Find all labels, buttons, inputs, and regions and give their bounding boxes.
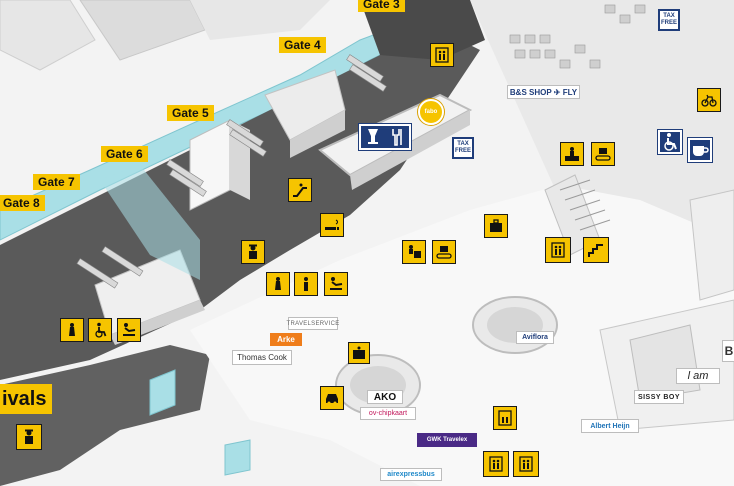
gate-7-label[interactable]: Gate 7 (33, 174, 80, 190)
police-icon[interactable] (16, 424, 42, 450)
baby-change-icon[interactable] (324, 272, 348, 296)
taxi-icon[interactable] (320, 386, 344, 410)
bicycle-icon[interactable] (697, 88, 721, 112)
restaurant-icon[interactable] (358, 123, 412, 151)
fabo-badge[interactable]: fabo (418, 99, 444, 125)
toilets-icon[interactable] (60, 318, 84, 342)
travel-service-sign[interactable]: TRAVELSERVICE (286, 317, 339, 330)
gate-5-label[interactable]: Gate 5 (167, 105, 214, 121)
elevator-icon[interactable] (545, 237, 571, 263)
baggage-belt-icon[interactable] (591, 142, 615, 166)
stairs-icon[interactable] (583, 237, 609, 263)
tax-free-badge[interactable]: TAX FREE (452, 137, 474, 159)
partial-store-sign[interactable]: B (722, 340, 734, 362)
ako-sign[interactable]: AKO (367, 390, 403, 404)
bs-shop-fly-sign[interactable]: B&S SHOP ✈ FLY (507, 85, 580, 99)
escalator-icon[interactable] (288, 178, 312, 202)
elevator-icon[interactable] (483, 451, 509, 477)
gwk-travelex-sign[interactable]: GWK Travelex (417, 433, 477, 447)
arke-sign[interactable]: Arke (270, 333, 302, 346)
ov-chipkaart-sign[interactable]: ov-chipkaart (360, 407, 416, 420)
i-am-sign[interactable]: l am (676, 368, 720, 384)
police-icon[interactable] (241, 240, 265, 264)
airexpressbus-sign[interactable]: airexpressbus (380, 468, 442, 481)
elevator-icon[interactable] (430, 43, 454, 67)
tax-free-badge[interactable]: TAX FREE (658, 9, 680, 31)
smoking-area-icon[interactable] (320, 213, 344, 237)
toilets-icon[interactable] (294, 272, 318, 296)
wheelchair-icon[interactable] (88, 318, 112, 342)
information-desk-icon[interactable] (402, 240, 426, 264)
elevator-icon[interactable] (493, 406, 517, 430)
luggage-icon[interactable] (484, 214, 508, 238)
elevator-icon[interactable] (513, 451, 539, 477)
coffee-icon[interactable] (687, 137, 713, 163)
information-desk-icon[interactable] (560, 142, 584, 166)
wheelchair-icon[interactable] (657, 129, 683, 155)
gate-4-label[interactable]: Gate 4 (279, 37, 326, 53)
aviflora-sign[interactable]: Aviflora (516, 331, 554, 344)
toilets-icon[interactable] (266, 272, 290, 296)
baggage-belt-icon[interactable] (432, 240, 456, 264)
baby-change-icon[interactable] (117, 318, 141, 342)
gate-3-label[interactable]: Gate 3 (358, 0, 405, 12)
gate-6-label[interactable]: Gate 6 (101, 146, 148, 162)
arrivals-zone-label: ivals (0, 384, 52, 414)
thomas-cook-sign[interactable]: Thomas Cook (232, 350, 292, 365)
albert-heijn-sign[interactable]: Albert Heijn (581, 419, 639, 433)
gate-8-label[interactable]: Gate 8 (0, 195, 45, 211)
luggage-locker-icon[interactable] (348, 342, 370, 364)
sissy-boy-sign[interactable]: SISSY BOY (634, 390, 684, 404)
